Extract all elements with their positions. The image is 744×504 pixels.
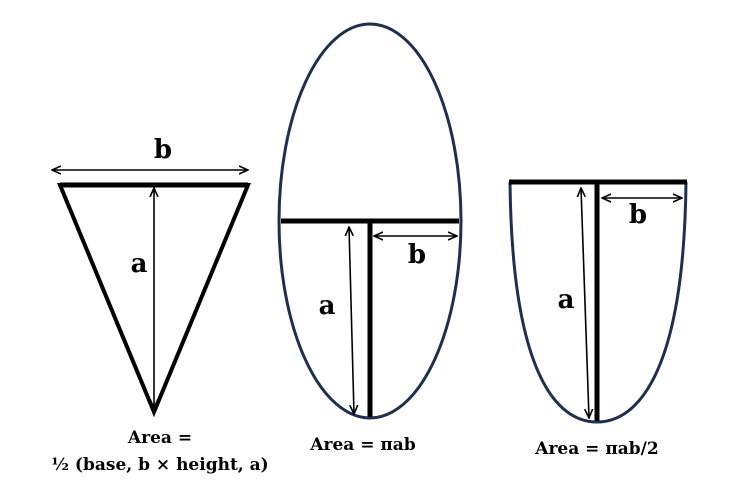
triangle-label-b: b (154, 135, 172, 165)
triangle-caption-line1: Area = (127, 428, 192, 448)
half-ellipse-height-arrow (581, 188, 589, 418)
half-ellipse-label-a: a (558, 285, 575, 315)
full-ellipse-panel: b a Area = πab (277, 22, 463, 455)
full-ellipse-caption: Area = πab (309, 435, 416, 455)
half-ellipse-caption: Area = πab/2 (534, 439, 658, 459)
full-ellipse-height-arrow (349, 227, 354, 414)
half-ellipse-label-b: b (629, 200, 647, 230)
full-ellipse-shape (277, 22, 463, 420)
triangle-caption-line2: ½ (base, b × height, a) (51, 455, 268, 475)
full-ellipse-label-a: a (319, 291, 336, 321)
half-ellipse-panel: b a Area = πab/2 (508, 179, 688, 459)
full-ellipse-label-b: b (408, 240, 426, 270)
triangle-label-a: a (131, 249, 148, 279)
half-ellipse-shape (508, 181, 688, 424)
triangle-panel: b a Area = ½ (base, b × height, a) (51, 135, 269, 475)
